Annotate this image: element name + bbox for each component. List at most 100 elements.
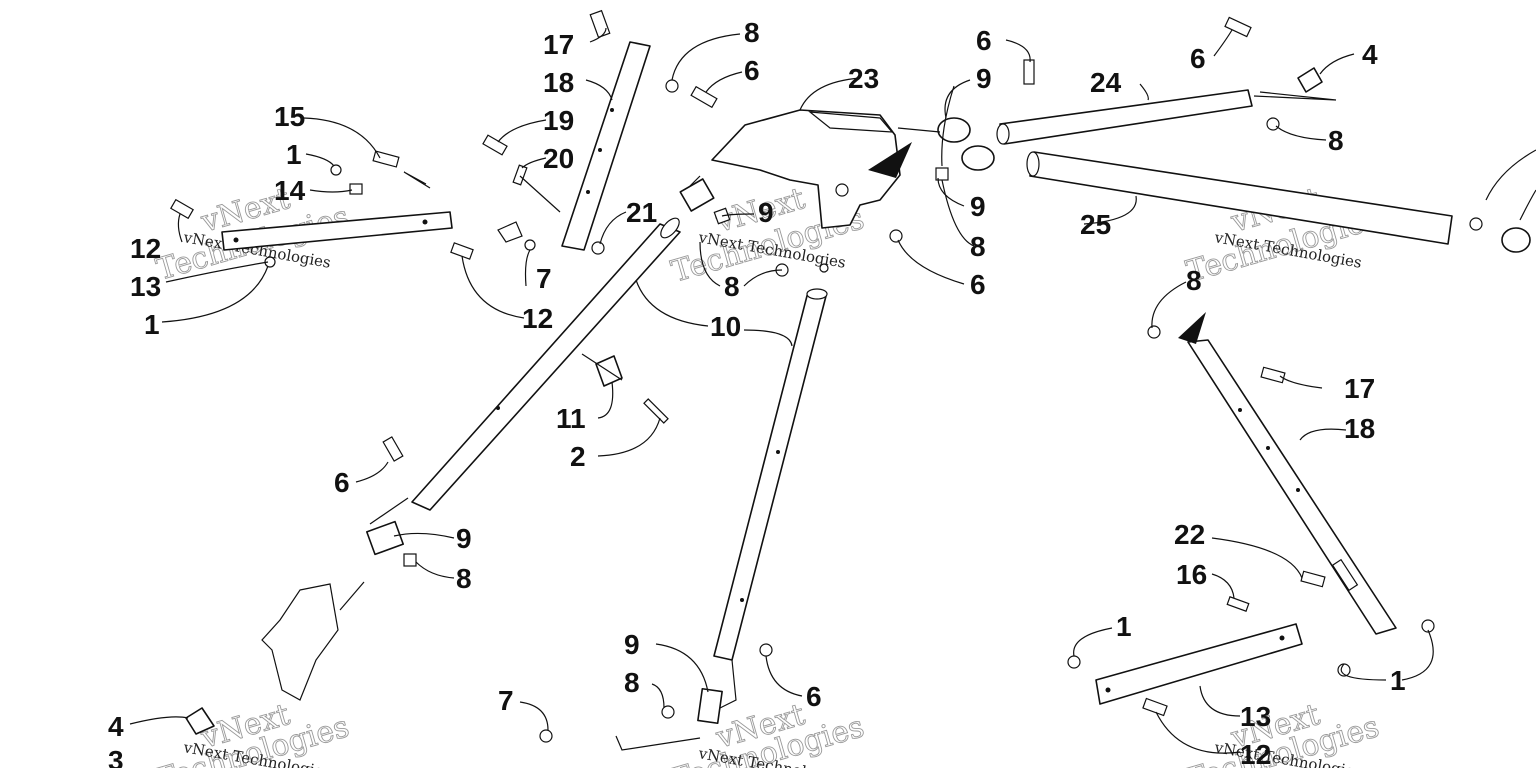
- bar-hole: [1238, 408, 1242, 412]
- nut-icon: [1147, 325, 1161, 339]
- callout-number: 19: [543, 105, 574, 136]
- callout-number: 13: [130, 271, 161, 302]
- callout-number: 22: [1174, 519, 1205, 550]
- cap-upper-right: [1297, 67, 1323, 93]
- nut-icon: [889, 229, 903, 243]
- nut-icon: [539, 729, 553, 743]
- bolt-icon: [1226, 596, 1250, 612]
- pin-icon: [512, 164, 528, 186]
- bar-hole: [1266, 446, 1270, 450]
- nut-icon: [403, 553, 417, 567]
- callout-number: 8: [456, 563, 472, 594]
- callout-number: 7: [536, 263, 552, 294]
- callout-number: 9: [758, 197, 774, 228]
- nut-icon: [591, 241, 605, 255]
- arrow-indicator: [868, 142, 912, 178]
- callout-number: 12: [130, 233, 161, 264]
- nut-icon: [524, 239, 536, 251]
- callout-number: 14: [274, 175, 306, 206]
- arrow-indicator: [1178, 312, 1206, 344]
- bolt-icon: [382, 436, 404, 462]
- callout-number: 20: [543, 143, 574, 174]
- callout-number: 9: [456, 523, 472, 554]
- callout-number: 8: [1328, 125, 1344, 156]
- bar-hole: [1296, 488, 1300, 492]
- callout-number: 15: [274, 101, 305, 132]
- callout-number: 12: [1240, 739, 1271, 768]
- callout-number: 8: [744, 17, 760, 48]
- callout-number: 6: [976, 25, 992, 56]
- callout-number: 10: [710, 311, 741, 342]
- tube-end-cap-right: [1501, 227, 1531, 253]
- bolt-icon: [372, 150, 400, 168]
- bar-hole: [1279, 635, 1285, 641]
- callout-number: 6: [806, 681, 822, 712]
- bracket-flange: [808, 111, 894, 133]
- callout-number: 11: [556, 403, 586, 434]
- callout-number: 25: [1080, 209, 1111, 240]
- callout-number: 9: [976, 63, 992, 94]
- nut-icon: [661, 705, 675, 719]
- callout-number: 8: [724, 271, 740, 302]
- tube-right-vertical: [713, 291, 827, 661]
- callout-number: 7: [498, 685, 514, 716]
- tube-cap-lower: [961, 145, 995, 171]
- bolt-icon: [1260, 366, 1286, 384]
- fasteners-group: [170, 9, 1483, 743]
- callout-number: 8: [1186, 265, 1202, 296]
- nut-icon: [1421, 619, 1435, 633]
- callout-number: 17: [543, 29, 574, 60]
- bolt-icon: [589, 9, 611, 39]
- bolt-icon: [1142, 697, 1168, 717]
- callout-number: 23: [848, 63, 879, 94]
- callout-number: 24: [1090, 67, 1122, 98]
- cap-lower-left: [185, 707, 215, 735]
- tube-cap-upper: [937, 117, 971, 143]
- tube-end: [996, 123, 1010, 145]
- bolt-icon: [450, 242, 474, 260]
- callout-number: 13: [1240, 701, 1271, 732]
- hinge-bracket-lower-left: [261, 583, 339, 701]
- nut-icon: [819, 263, 829, 273]
- callout-number: 1: [1116, 611, 1132, 642]
- bolt-icon: [1023, 59, 1035, 85]
- bar-hole: [233, 237, 239, 243]
- roof-center-bracket: [711, 109, 901, 229]
- callout-number: 18: [1344, 413, 1375, 444]
- nut-icon: [330, 164, 342, 176]
- sleeve-lower-center: [697, 687, 723, 725]
- washer-icon: [349, 183, 363, 195]
- callout-number: 4: [108, 711, 124, 742]
- bolt-icon: [170, 198, 194, 220]
- callout-number: 6: [334, 467, 350, 498]
- callout-number: 1: [1390, 665, 1406, 696]
- callout-number: 8: [970, 231, 986, 262]
- tube-hole: [740, 598, 744, 602]
- nut-icon: [1067, 655, 1081, 669]
- callout-number: 9: [624, 629, 640, 660]
- callout-labels: 17 8 18 6 23 6 9 24 6 4 8 15 19 1 20 14 …: [108, 17, 1406, 768]
- clip-upper-left: [497, 221, 523, 243]
- callout-number: 2: [570, 441, 586, 472]
- sleeve-upper-left: [679, 178, 715, 212]
- leader-lines: [129, 27, 1536, 754]
- callout-number: 1: [286, 139, 302, 170]
- brace-lower-right: [1095, 623, 1303, 705]
- gusset-bar-lower-right: [1187, 339, 1397, 635]
- bolt-icon: [690, 85, 718, 109]
- bar-hole: [422, 219, 428, 225]
- tube-upper-horizontal: [999, 89, 1253, 145]
- tube-end: [660, 217, 680, 239]
- callout-number: 16: [1176, 559, 1207, 590]
- callout-number: 3: [108, 745, 124, 768]
- callout-number: 18: [543, 67, 574, 98]
- tube-end: [1026, 151, 1040, 177]
- nut-icon: [1266, 117, 1280, 131]
- bar-hole: [586, 190, 590, 194]
- callout-number: 1: [144, 309, 160, 340]
- tube-end: [806, 288, 828, 300]
- bolt-icon: [1224, 16, 1252, 38]
- bar-slot: [1331, 558, 1359, 592]
- sleeve-lower-left: [366, 520, 404, 556]
